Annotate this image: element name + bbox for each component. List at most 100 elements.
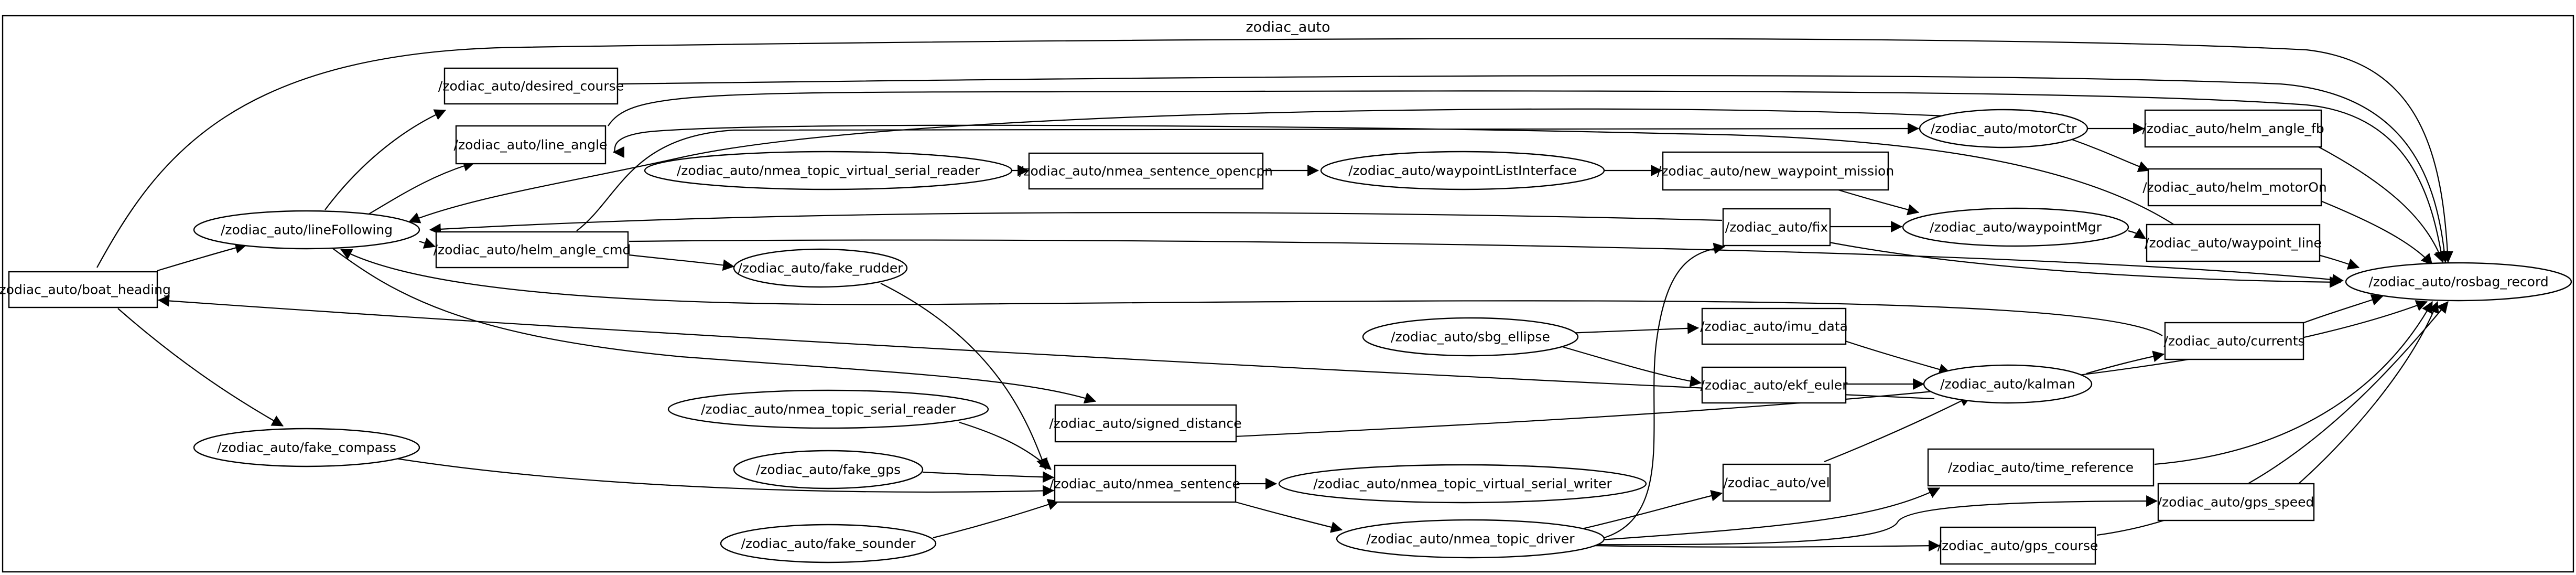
edge-topic-driver-to-fix	[1593, 242, 1726, 541]
node-kalman[interactable]: /zodiac_auto/kalman	[1923, 364, 2093, 404]
node-new-waypoint-mission[interactable]: /zodiac_auto/new_waypoint_mission	[1657, 151, 1894, 191]
edge-line-angle-to-rosbag-record	[608, 90, 2447, 263]
edge-boat-heading-to-fake-compass	[117, 308, 284, 427]
edge-layer	[96, 38, 2453, 552]
node-nmea-sentence[interactable]: /zodiac_auto/nmea_sentence	[1049, 464, 1240, 503]
edge-fake-compass-to-nmea-sentence	[382, 455, 1055, 497]
node-fake-rudder[interactable]: /zodiac_auto/fake_rudder	[733, 248, 908, 288]
node-frame	[2345, 262, 2572, 302]
node-label: /zodiac_auto/kalman	[1940, 377, 2075, 392]
node-nmea-topic-virtual-serial-writer[interactable]: /zodiac_auto/nmea_topic_virtual_serial_w…	[1278, 464, 1647, 504]
node-label: /zodiac_auto/fake_gps	[756, 462, 901, 477]
node-frame	[1054, 464, 1237, 503]
edge-line-following-to-signed-distance	[330, 246, 1097, 404]
node-signed-distance[interactable]: /zodiac_auto/signed_distance	[1049, 404, 1242, 443]
node-gps-speed[interactable]: /zodiac_auto/gps_speed	[2158, 483, 2315, 521]
edge-helm-angle-fb-to-rosbag-record	[2306, 140, 2444, 263]
edge-motor-ctr-to-helm-motor-on	[2070, 138, 2150, 172]
node-sbg-ellipse[interactable]: /zodiac_auto/sbg_ellipse	[1362, 317, 1579, 357]
node-rosbag-record[interactable]: /zodiac_auto/rosbag_record	[2345, 262, 2572, 302]
node-imu-data[interactable]: /zodiac_auto/imu_data	[1700, 307, 1848, 345]
edge-fix-to-rosbag-record	[1829, 241, 2342, 288]
edge-topic-driver-to-gps-course	[1593, 540, 1941, 552]
edge-fake-gps-to-nmea-sentence	[922, 471, 1055, 483]
node-label: /zodiac_auto/helm_motorOn	[2142, 180, 2326, 195]
node-frame	[443, 67, 619, 105]
node-frame	[1701, 307, 1847, 345]
node-frame	[1902, 207, 2129, 247]
node-waypoint-mgr[interactable]: /zodiac_auto/waypointMgr	[1902, 207, 2129, 247]
node-label: /zodiac_auto/waypointMgr	[1930, 220, 2102, 235]
node-label: /zodiac_auto/waypoint_line	[2145, 236, 2322, 251]
node-frame	[455, 125, 607, 165]
edge-fake-sounder-to-nmea-sentence	[933, 499, 1060, 539]
edge-currents-to-rosbag-record	[2303, 294, 2384, 324]
node-fake-gps[interactable]: /zodiac_auto/fake_gps	[733, 450, 924, 489]
node-fake-sounder[interactable]: /zodiac_auto/fake_sounder	[720, 524, 937, 563]
node-frame	[2147, 168, 2322, 207]
cluster-label: zodiac_auto	[1246, 19, 1330, 36]
node-label: /zodiac_auto/nmea_topic_virtual_serial_r…	[677, 163, 980, 178]
node-boat-heading[interactable]: /zodiac_auto/boat_heading	[0, 271, 171, 308]
edge-sbg-ellipse-to-imu-data	[1567, 322, 1700, 334]
node-helm-motor-on[interactable]: /zodiac_auto/helm_motorOn	[2142, 168, 2327, 207]
node-helm-angle-cmd[interactable]: /zodiac_auto/helm_angle_cmd	[434, 231, 631, 269]
node-label: /zodiac_auto/ekf_euler	[1701, 378, 1848, 393]
node-frame	[1028, 152, 1264, 190]
edge-nmea-sentence-to-topic-driver	[1231, 500, 1343, 533]
edge-fake-rudder-to-nmea-sentence	[880, 283, 1048, 471]
node-label: /zodiac_auto/vel	[1723, 475, 1830, 491]
node-frame	[1722, 208, 1831, 247]
edge-vel-to-kalman	[1824, 396, 1972, 463]
edge-kalman-to-currents	[2086, 350, 2165, 375]
node-frame	[1919, 109, 2088, 148]
node-desired-course[interactable]: /zodiac_auto/desired_course	[438, 67, 624, 105]
node-fake-compass[interactable]: /zodiac_auto/fake_compass	[193, 428, 420, 467]
node-line-following[interactable]: /zodiac_auto/lineFollowing	[193, 210, 420, 250]
node-nmea-topic-virtual-serial-reader[interactable]: /zodiac_auto/nmea_topic_virtual_serial_r…	[644, 151, 1013, 190]
edge-new-waypoint-mission-to-waypoint-mgr	[1834, 188, 1920, 216]
node-label: /zodiac_auto/rosbag_record	[2368, 274, 2548, 290]
node-frame	[1940, 526, 2096, 565]
node-ekf-euler[interactable]: /zodiac_auto/ekf_euler	[1701, 366, 1848, 404]
node-gps-course[interactable]: /zodiac_auto/gps_course	[1938, 526, 2098, 565]
node-vel[interactable]: /zodiac_auto/vel	[1722, 463, 1831, 502]
node-motor-ctr[interactable]: /zodiac_auto/motorCtr	[1919, 109, 2088, 148]
node-label: /zodiac_auto/helm_angle_cmd	[434, 242, 631, 258]
node-helm-angle-fb[interactable]: /zodiac_auto/helm_angle_fb	[2142, 109, 2324, 148]
edge-fix-to-line-following	[429, 212, 1723, 235]
node-waypoint-list-interface[interactable]: /zodiac_auto/waypointListInterface	[1320, 151, 1605, 190]
node-frame	[1278, 464, 1647, 504]
node-frame	[720, 524, 937, 563]
node-label: /zodiac_auto/nmea_topic_serial_reader	[701, 402, 956, 417]
node-nmea-sentence-opencpn[interactable]: /zodiac_auto/nmea_sentence_opencpn	[1019, 152, 1273, 190]
node-time-reference[interactable]: /zodiac_auto/time_reference	[1927, 448, 2155, 487]
node-frame	[1701, 366, 1847, 404]
node-label: /zodiac_auto/desired_course	[438, 79, 624, 94]
node-frame	[733, 248, 908, 288]
edge-gps-speed-to-rosbag-record	[2290, 301, 2439, 491]
node-line-angle[interactable]: /zodiac_auto/line_angle	[454, 125, 608, 165]
node-label: /zodiac_auto/time_reference	[1948, 460, 2134, 475]
node-label: /zodiac_auto/sbg_ellipse	[1391, 329, 1550, 345]
node-frame	[193, 210, 420, 250]
edge-line-following-to-line-angle	[366, 160, 475, 216]
node-frame	[1923, 364, 2093, 404]
node-frame	[435, 231, 629, 269]
node-currents[interactable]: /zodiac_auto/currents	[2163, 322, 2305, 360]
node-label: /zodiac_auto/gps_speed	[2158, 495, 2314, 510]
edge-time-reference-to-rosbag-record	[2154, 301, 2433, 465]
node-fix[interactable]: /zodiac_auto/fix	[1722, 208, 1831, 247]
node-nmea-topic-serial-reader[interactable]: /zodiac_auto/nmea_topic_serial_reader	[667, 389, 989, 429]
edge-serial-reader-to-nmea-sentence	[959, 421, 1052, 470]
node-waypoint-line[interactable]: /zodiac_auto/waypoint_line	[2145, 223, 2322, 262]
node-frame	[2146, 223, 2321, 262]
edge-helm-angle-cmd-to-rosbag-record	[629, 239, 2344, 285]
node-frame	[1320, 151, 1605, 190]
edge-currents-to-line-following	[340, 249, 2163, 336]
node-label: /zodiac_auto/line_angle	[454, 137, 608, 153]
node-frame	[193, 428, 420, 467]
edge-boat-heading-to-line-following	[157, 242, 247, 272]
node-nmea-topic-driver[interactable]: /zodiac_auto/nmea_topic_driver	[1336, 519, 1605, 559]
